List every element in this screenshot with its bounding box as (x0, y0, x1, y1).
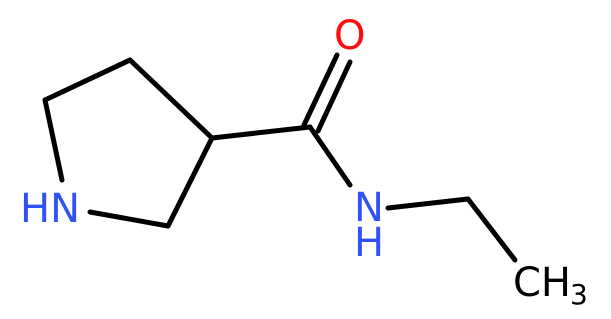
methyl-subscript: 3 (570, 278, 588, 311)
carbonyl-oxygen-label: O (334, 13, 365, 59)
bond-c4-c5 (165, 135, 215, 229)
bond-carbonyl-carbon-n (307, 124, 353, 188)
methyl-label: CH (513, 260, 571, 306)
bond-carbonyl-double-a (301, 52, 340, 128)
bond-c3-c4 (127, 57, 215, 141)
bond-n-ch2 (385, 196, 471, 211)
bond-c5-n1 (87, 209, 171, 229)
bond-n1-c2 (42, 97, 65, 183)
bond-carbonyl-double-b (315, 59, 353, 134)
bond-c4-carbonyl-carbon (209, 124, 313, 141)
ring-nitrogen-label: HN (20, 186, 80, 232)
bond-c2-c3 (42, 57, 133, 103)
amide-hydrogen-label: H (354, 220, 384, 266)
amide-nitrogen-label: N (354, 185, 384, 231)
bond-ch2-ch3 (465, 196, 518, 263)
